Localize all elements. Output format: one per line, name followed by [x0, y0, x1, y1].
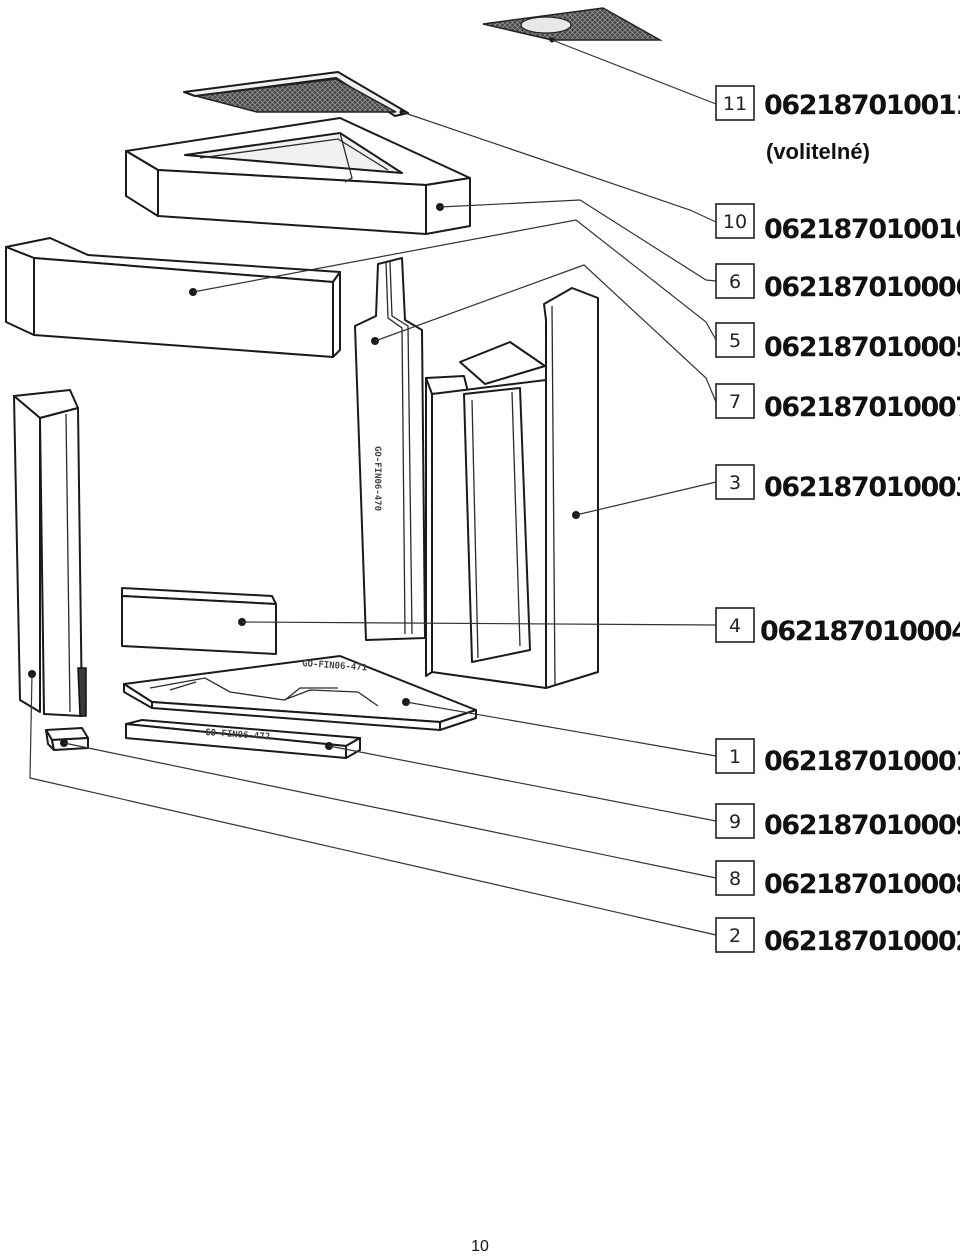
callout-8-number: 8 — [729, 868, 741, 890]
leader-4 — [241, 621, 717, 626]
part-6-corner-frame — [125, 117, 471, 235]
callout-3-number: 3 — [729, 472, 741, 494]
callout-9-number: 9 — [729, 811, 741, 833]
leader-lines — [29, 39, 717, 936]
leader-1 — [405, 701, 717, 757]
part-2-left-column — [13, 389, 87, 717]
leader-3 — [575, 481, 717, 516]
part-11-top-grate — [482, 7, 663, 43]
callout-6: 6 0621870100060 — [715, 263, 960, 303]
part-5-top-beam — [5, 237, 341, 358]
callout-10-number: 10 — [723, 211, 747, 233]
leader-6 — [439, 199, 717, 282]
callout-10: 10 0621870100100 — [715, 203, 960, 245]
callout-11-code: 0621870100110 — [764, 90, 960, 121]
callout-11-note: (volitelné) — [766, 139, 870, 164]
callout-4-number: 4 — [729, 615, 741, 637]
callout-1-number: 1 — [729, 746, 741, 768]
part-4-front-plate — [121, 587, 277, 655]
vertical-plate-mark: GO-FIN06-470 — [372, 446, 382, 511]
callout-6-number: 6 — [729, 271, 741, 293]
leader-11 — [551, 39, 717, 105]
callout-11-number: 11 — [723, 93, 747, 115]
front-strip-mark: GO-FIN06-472 — [205, 728, 271, 743]
part-9-front-strip: GO-FIN06-472 — [125, 719, 361, 759]
callout-10-code: 0621870100100 — [764, 214, 960, 245]
callout-6-code: 0621870100060 — [764, 272, 960, 303]
page-number: 10 — [471, 1238, 489, 1255]
leader-5 — [192, 219, 717, 341]
callout-7-number: 7 — [729, 391, 741, 413]
leader-7 — [374, 264, 717, 403]
part-7-vertical-plate: GO-FIN06-470 — [354, 257, 426, 641]
part-10-triangular-grate — [183, 71, 409, 117]
callout-2-number: 2 — [729, 925, 741, 947]
part-1-base-plate: GO-FIN06-471 — [123, 655, 477, 731]
callout-5-number: 5 — [729, 330, 741, 352]
leader-8 — [63, 742, 717, 879]
callout-11: 11 0621870100110 (volitelné) — [715, 85, 960, 164]
base-plate-mark: GO-FIN06-471 — [302, 659, 368, 674]
leader-9 — [328, 745, 717, 822]
leader-10 — [401, 111, 717, 223]
part-3-side-wall — [425, 287, 599, 689]
leader-2 — [29, 673, 717, 936]
